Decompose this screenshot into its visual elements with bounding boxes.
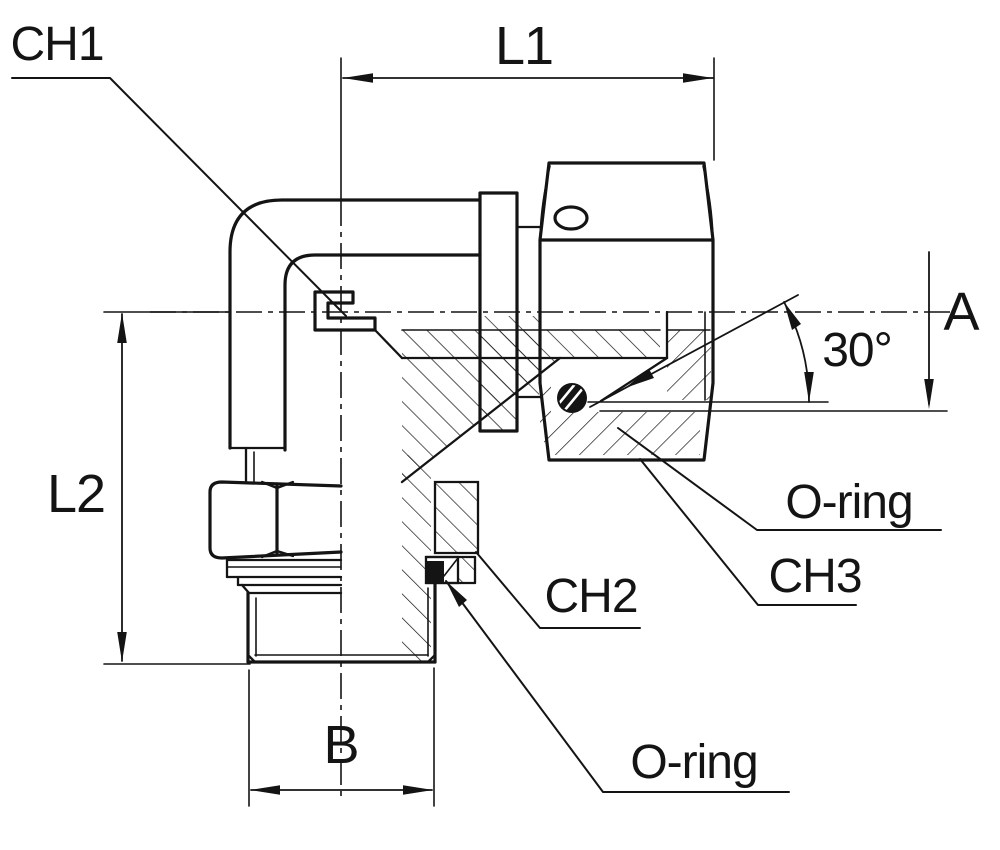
dim-a: A (924, 251, 980, 409)
callout-ch2-label: CH2 (544, 570, 637, 623)
locknut-hex (208, 446, 480, 560)
callout-ch3: CH3 (639, 458, 863, 606)
callout-ch1-label: CH1 (10, 18, 103, 71)
dim-b-label: B (323, 715, 358, 775)
dim-l1: L1 (342, 16, 715, 161)
callout-ch1: CH1 (10, 18, 347, 317)
callout-oring-bottom: O-ring (445, 580, 790, 793)
callout-oring-top: O-ring (617, 427, 942, 531)
callout-oring-bottom-label: O-ring (630, 736, 757, 789)
oring-top-section (551, 383, 948, 413)
dim-l2: L2 (47, 311, 251, 665)
dim-b: B (248, 667, 435, 807)
dim-angle-30: 30° (589, 294, 893, 408)
body-hex-mark (313, 290, 377, 332)
swivel-washer (478, 191, 542, 433)
dim-l1-label: L1 (495, 16, 553, 76)
callout-ch3-label: CH3 (768, 550, 861, 603)
callout-ch2: CH2 (475, 551, 641, 629)
male-thread-stud (240, 581, 437, 664)
callout-oring-top-label: O-ring (785, 476, 912, 529)
dim-a-label: A (943, 282, 979, 342)
dim-l2-label: L2 (47, 464, 105, 524)
swivel-nut (538, 161, 715, 462)
oring-bottom-section (424, 555, 460, 585)
section-hatching-nut (540, 330, 711, 455)
angle-30-label: 30° (822, 324, 892, 377)
nut-spanner-recess (553, 205, 589, 231)
